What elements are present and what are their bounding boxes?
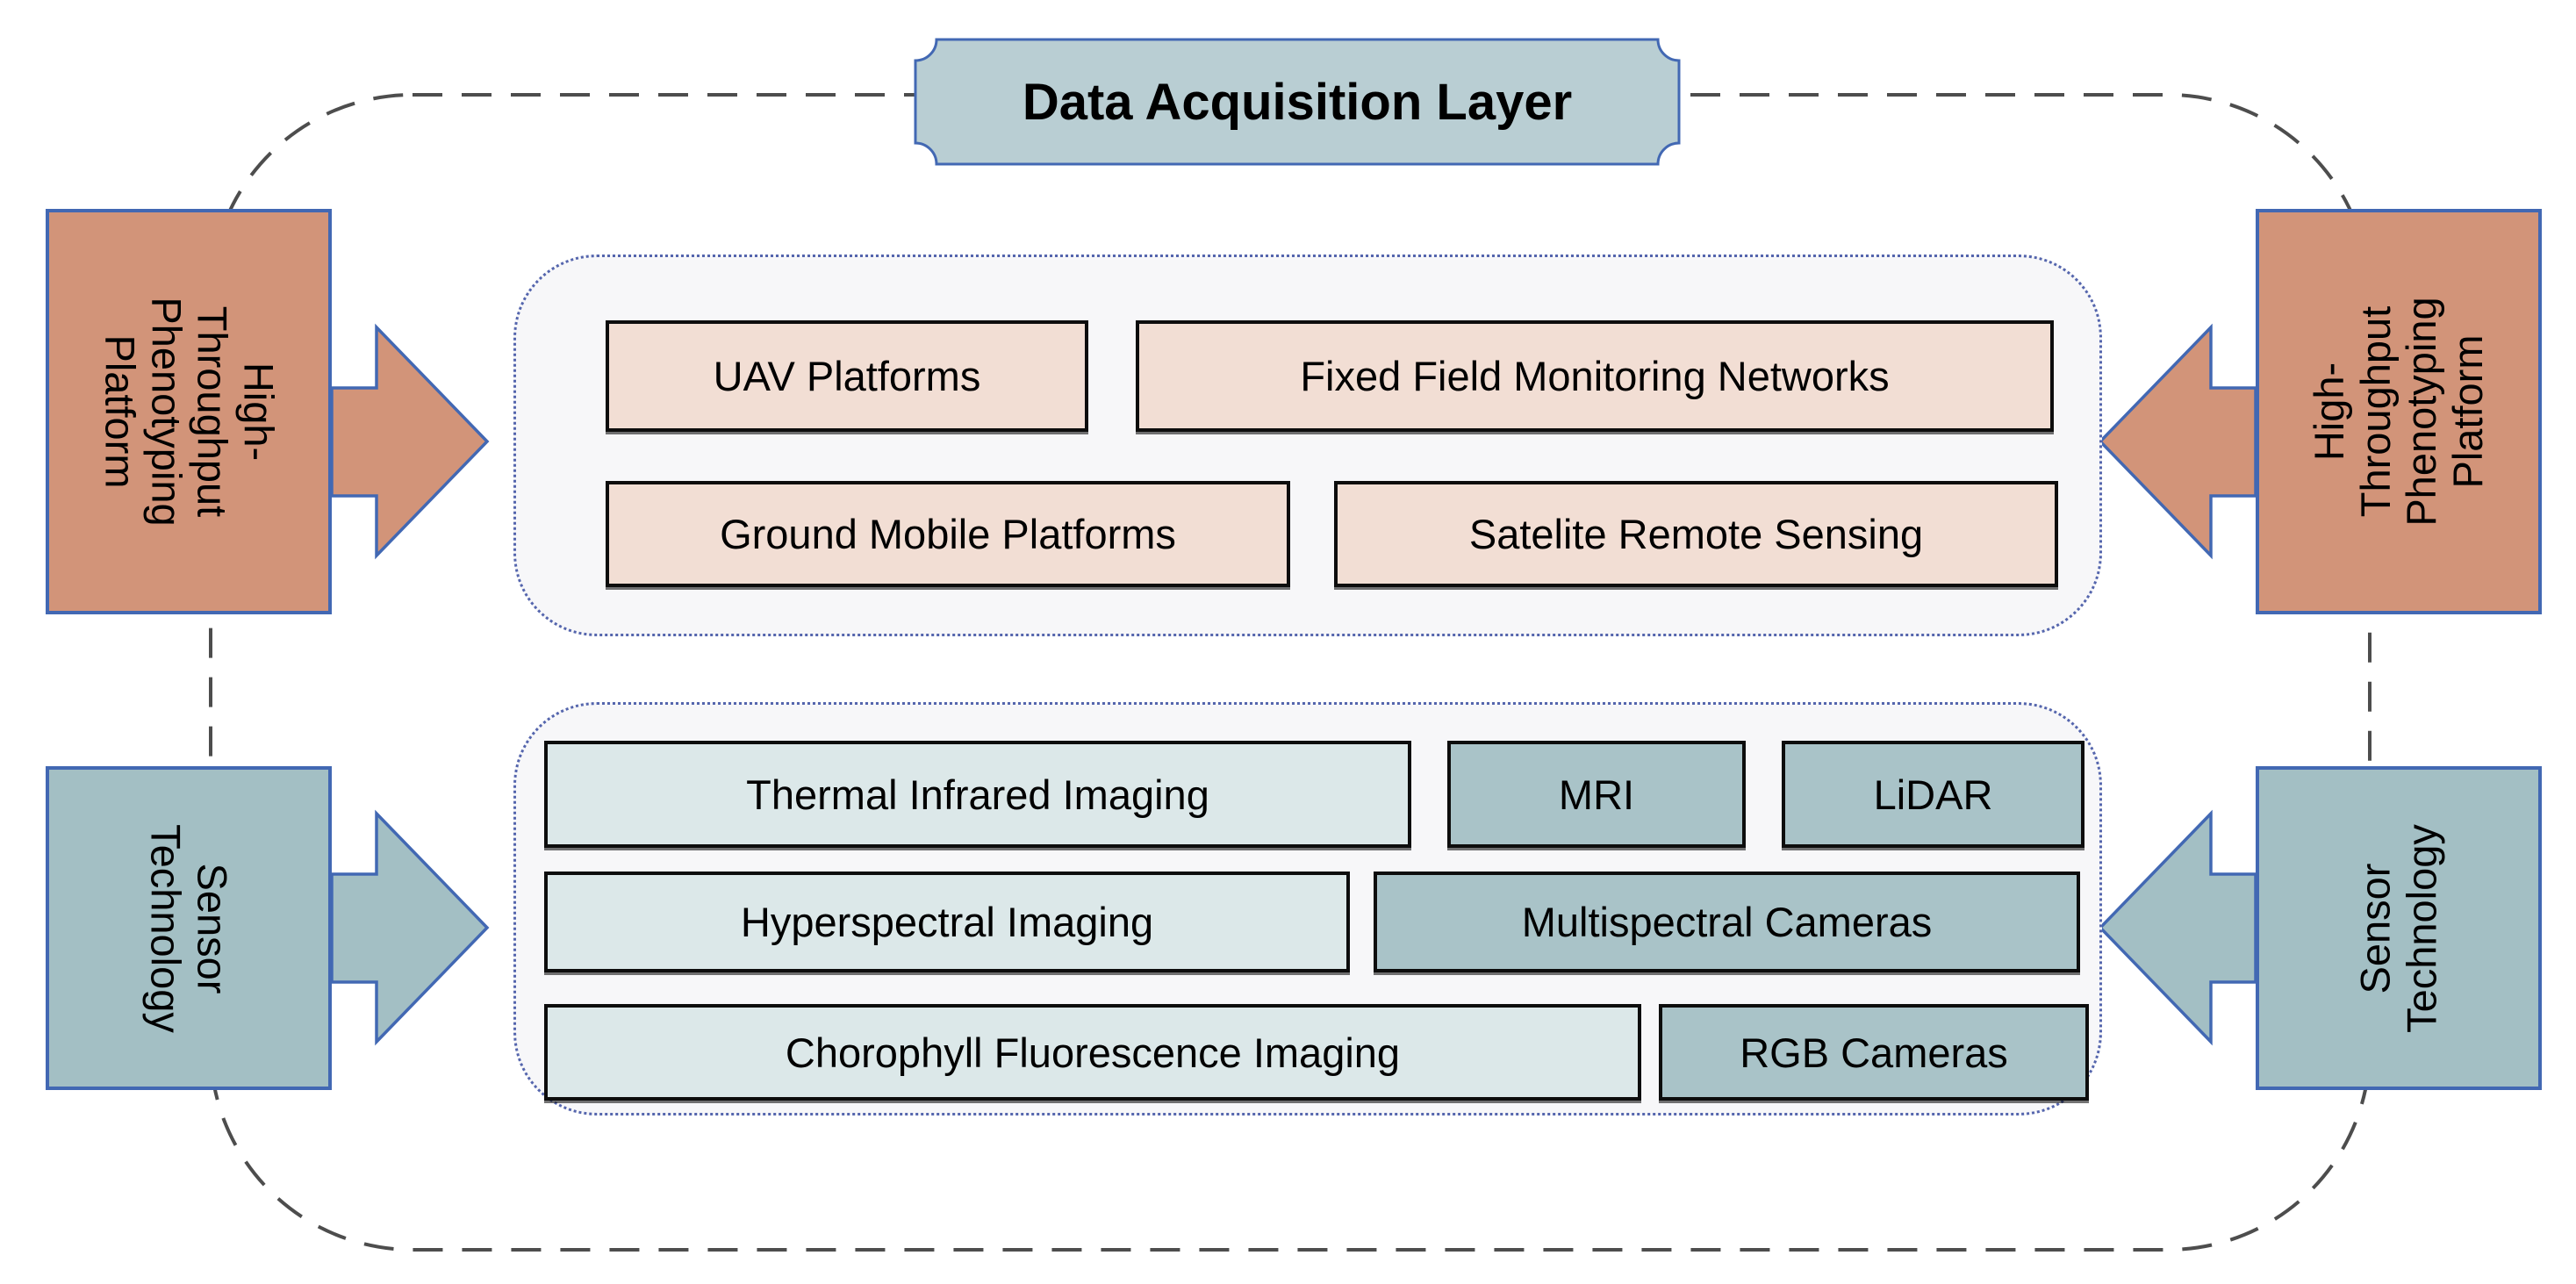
panel-sensor-technology-right-label: Sensor Technology [2351,823,2444,1033]
box-fixed-field-monitoring-networks-label: Fixed Field Monitoring Networks [1300,353,1890,399]
banner-plaque-shape [914,38,1681,166]
box-ground-mobile-platforms: Ground Mobile Platforms [606,481,1290,587]
left-bottom-right-arrow [330,809,490,1046]
panel-sensor-technology-left-label: Sensor Technology [143,823,236,1033]
box-uav-platforms: UAV Platforms [606,320,1088,432]
box-satelite-remote-sensing-label: Satelite Remote Sensing [1468,511,1924,557]
box-mri: MRI [1447,741,1746,848]
panel-high-throughput-right: High-Throughput Phenotyping Platform [2256,209,2542,614]
box-uav-platforms-label: UAV Platforms [713,353,981,399]
box-hyperspectral-imaging-label: Hyperspectral Imaging [740,899,1154,945]
panel-high-throughput-left: High-Throughput Phenotyping Platform [46,209,332,614]
panel-high-throughput-left-label: High-Throughput Phenotyping Platform [97,297,283,527]
box-thermal-infrared-imaging-label: Thermal Infrared Imaging [746,771,1209,818]
box-chorophyll-fluorescence-imaging-label: Chorophyll Fluorescence Imaging [785,1029,1401,1076]
box-rgb-cameras: RGB Cameras [1659,1004,2089,1101]
left-top-right-arrow [330,323,490,560]
box-chorophyll-fluorescence-imaging: Chorophyll Fluorescence Imaging [544,1004,1641,1101]
box-rgb-cameras-label: RGB Cameras [1740,1029,2008,1076]
box-fixed-field-monitoring-networks: Fixed Field Monitoring Networks [1136,320,2054,432]
box-mri-label: MRI [1558,771,1635,818]
box-multispectral-cameras: Multispectral Cameras [1374,872,2080,972]
box-thermal-infrared-imaging: Thermal Infrared Imaging [544,741,1411,848]
panel-high-throughput-right-label: High-Throughput Phenotyping Platform [2305,297,2491,527]
panel-sensor-technology-left: Sensor Technology [46,766,332,1090]
box-satelite-remote-sensing: Satelite Remote Sensing [1334,481,2058,587]
diagram-title: Data Acquisition Layer [1022,73,1573,131]
box-multispectral-cameras-label: Multispectral Cameras [1521,899,1933,945]
right-top-left-arrow [2098,323,2257,560]
box-lidar-label: LiDAR [1873,771,1993,818]
box-ground-mobile-platforms-label: Ground Mobile Platforms [720,511,1176,557]
panel-sensor-technology-right: Sensor Technology [2256,766,2542,1090]
box-lidar: LiDAR [1782,741,2084,848]
box-hyperspectral-imaging: Hyperspectral Imaging [544,872,1350,972]
right-bottom-left-arrow [2098,809,2257,1046]
